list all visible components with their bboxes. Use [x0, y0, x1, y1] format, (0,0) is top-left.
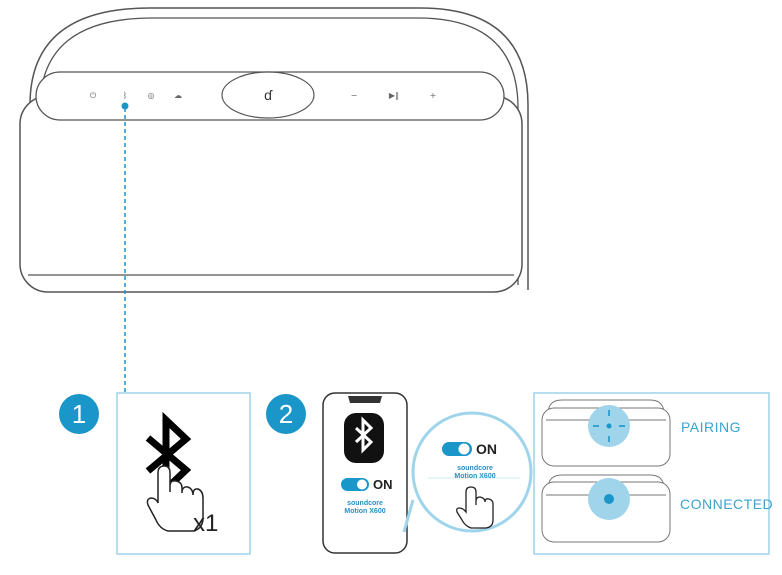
zoom-toggle-label: ON [476, 441, 497, 457]
partycast-icon: ◎ [148, 91, 155, 100]
pairing-label: PAIRING [681, 419, 742, 435]
soundcore-button-icon [221, 71, 315, 119]
volume-down-icon: − [351, 91, 358, 100]
bluetooth-button-icon: ᛒ [123, 91, 128, 100]
speaker-illustration [19, 7, 529, 293]
svg-text:ɗ: ɗ [264, 87, 273, 103]
volume-up-icon: + [430, 91, 437, 100]
power-icon: ⏻ [90, 91, 97, 100]
connected-label: CONNECTED [680, 496, 774, 512]
step-2-badge: 2 [266, 394, 306, 434]
phone-notch [348, 396, 382, 403]
play-pause-icon: ▶‖ [389, 91, 399, 100]
magnifier-circle [411, 411, 533, 533]
press-count: x1 [193, 510, 219, 537]
tap-hand-icon [146, 465, 204, 532]
phone-toggle-label: ON [373, 477, 393, 492]
bluetooth-icon [145, 411, 192, 498]
tap-hand-icon-2 [456, 486, 494, 529]
bluetooth-button-marker [121, 102, 129, 110]
step-1-badge: 1 [59, 394, 99, 434]
bass-icon: ☁ [174, 91, 182, 100]
